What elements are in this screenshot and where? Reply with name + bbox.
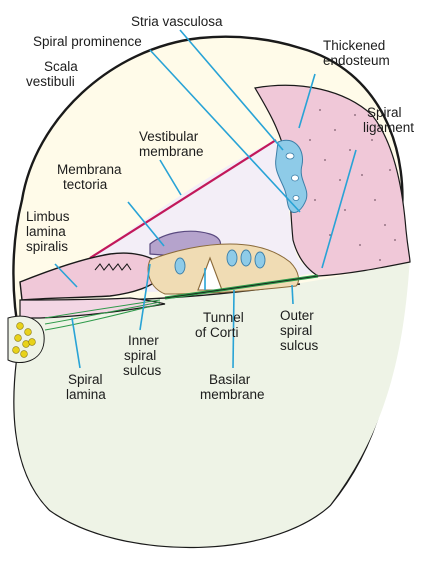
spiral-lamina-bone: [19, 297, 166, 319]
label-membrana-tectoria: Membrana tectoria: [57, 162, 125, 192]
label-tunnel-of-corti: Tunnel of Corti: [195, 310, 248, 340]
label-stria-vasculosa: Stria vasculosa: [131, 14, 223, 29]
label-limbus-lamina-spiralis: Limbus lamina spiralis: [26, 209, 73, 254]
label-basilar-membrane: Basilar membrane: [200, 372, 265, 402]
leader-inner-spiral-sulcus: [139, 263, 151, 331]
tunnel-of-corti: [197, 256, 223, 291]
leader-lines: [54, 29, 357, 369]
stria-vasculosa: [275, 139, 308, 213]
limbus-teeth: [94, 263, 132, 271]
spiral-ganglion: [7, 315, 45, 364]
leader-vestibular-membrane: [159, 159, 182, 196]
leader-thickened-endosteum: [298, 73, 316, 129]
leader-spiral-lamina: [71, 317, 81, 369]
label-thickened-endosteum: Thickened endosteum: [323, 38, 390, 68]
leader-basilar-membrane: [232, 289, 235, 369]
nerve-fibers: [44, 299, 161, 331]
label-scala-vestibuli: Scala vestibuli: [26, 59, 82, 89]
scala-tympani-region: [14, 258, 410, 547]
label-spiral-ligament: Spiral ligament: [363, 105, 414, 135]
label-vestibular-membrane: Vestibular membrane: [139, 129, 204, 159]
stria-vessels: [285, 152, 300, 201]
spiral-ligament-stipple: [309, 109, 396, 261]
hair-cells: [174, 249, 266, 275]
label-spiral-prominence: Spiral prominence: [33, 34, 142, 49]
leader-outer-spiral-sulcus: [291, 284, 294, 305]
vestibular-membrane-line: [89, 139, 277, 259]
leader-stria-vasculosa: [179, 29, 284, 151]
leader-spiral-ligament: [321, 149, 357, 269]
label-inner-spiral-sulcus: Inner spiral sulcus: [123, 333, 163, 378]
leader-spiral-prominence: [149, 49, 301, 213]
label-outer-spiral-sulcus: Outer spiral sulcus: [280, 308, 319, 353]
basilar-membrane-outline: [164, 275, 319, 299]
leader-membrana-tectoria: [127, 201, 165, 247]
leader-limbus: [54, 263, 78, 288]
label-spiral-lamina: Spiral lamina: [66, 372, 106, 402]
